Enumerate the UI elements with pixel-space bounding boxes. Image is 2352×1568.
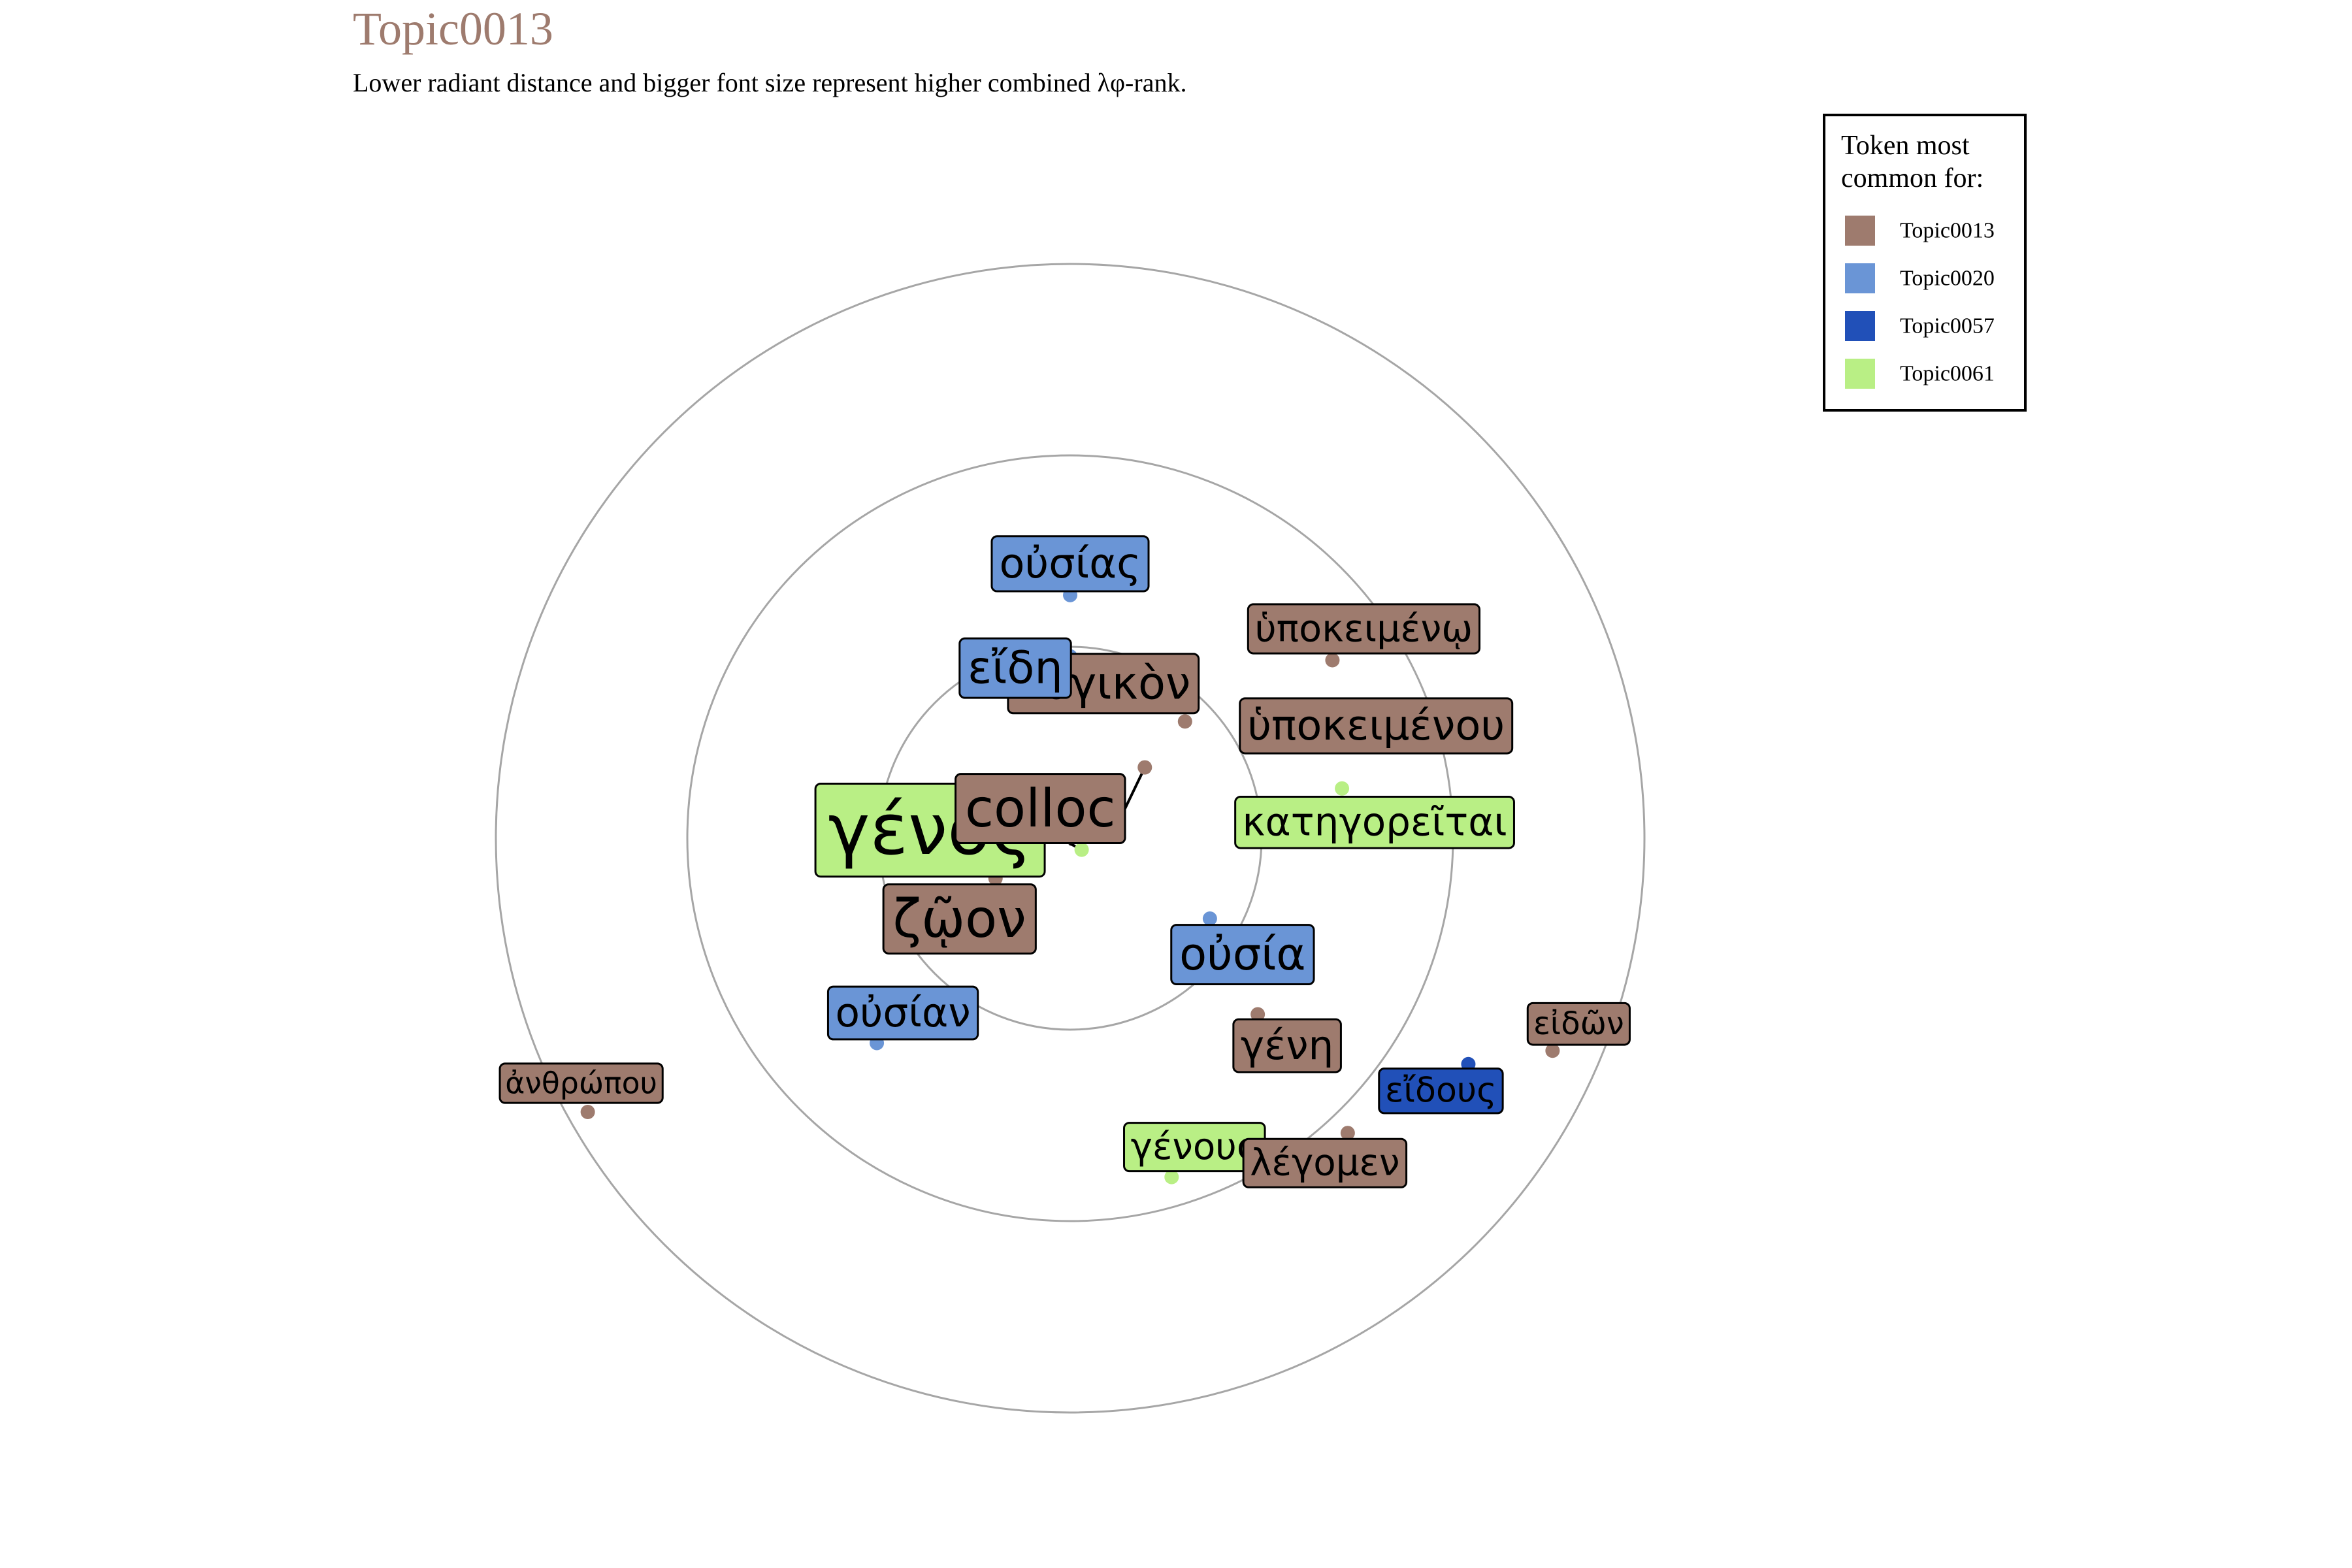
token-16-label-text: ἀνθρώπου [505, 1066, 657, 1100]
token-13-label-box [1242, 1137, 1408, 1188]
token-5-label: οὐσία [1170, 924, 1315, 986]
token-2-label: ζῷον [882, 883, 1037, 955]
token-15-point [1545, 1043, 1560, 1058]
token-14-label-text: εἴδους [1385, 1071, 1497, 1111]
legend-title: Token most common for: [1841, 131, 1984, 193]
chart-subtitle: Lower radiant distance and bigger font s… [353, 68, 1186, 97]
token-8-label-text: οὐσίαν [835, 990, 970, 1036]
token-12-label: γένους [1123, 1122, 1266, 1173]
token-15-label: εἰδῶν [1526, 1002, 1631, 1046]
token-11-point [1325, 653, 1340, 668]
legend-swatch-1 [1845, 216, 1875, 246]
token-16-label-box [498, 1062, 664, 1104]
token-4-label-box [958, 637, 1072, 699]
token-11-label: ὑποκειμένῳ [1247, 603, 1481, 655]
token-10-label-box [1234, 796, 1515, 849]
legend-title-line-1: Token most [1841, 131, 1970, 161]
token-13-label: λέγομεν [1242, 1137, 1408, 1188]
token-10-label-text: κατηγορεῖται [1242, 800, 1507, 845]
token-14-label: εἴδους [1378, 1068, 1504, 1115]
token-9-point [1250, 1007, 1266, 1022]
token-7-label-box [1239, 697, 1514, 755]
token-14-label-box [1378, 1068, 1504, 1115]
token-11-label-text: ὑποκειμένῳ [1255, 608, 1473, 651]
distance-ring-3 [495, 263, 1646, 1414]
token-5-label-text: οὐσία [1179, 928, 1306, 981]
legend: Token most common for: Topic0013Topic002… [1823, 114, 2027, 412]
legend-label-2: Topic0020 [1900, 267, 1995, 291]
token-9-label-text: γένη [1241, 1022, 1334, 1069]
token-13-point [1340, 1126, 1355, 1141]
token-2-label-box [882, 883, 1037, 955]
legend-swatch-2 [1845, 263, 1875, 293]
token-1-connector [1124, 766, 1147, 809]
token-0-point [1074, 842, 1089, 857]
legend-label-1: Topic0013 [1900, 219, 1995, 243]
legend-swatch-4 [1845, 359, 1875, 389]
legend-swatch-3 [1845, 311, 1875, 341]
token-1-label-text: colloc [965, 778, 1116, 839]
token-15-label-box [1526, 1002, 1631, 1046]
chart-title: Topic0013 [353, 3, 553, 55]
token-13-label-text: λέγομεν [1250, 1142, 1399, 1184]
token-9-label-box [1232, 1018, 1342, 1073]
token-1-label: colloc [955, 773, 1126, 844]
legend-label-4: Topic0061 [1900, 362, 1995, 386]
token-6-label-text: οὐσίας [999, 540, 1141, 588]
token-15-label-text: εἰδῶν [1533, 1005, 1624, 1042]
token-8-label-box [826, 985, 979, 1041]
token-7-label-text: ὑποκειμένου [1247, 702, 1505, 750]
token-2-label-text: ζῷον [893, 889, 1026, 949]
token-10-point [1335, 781, 1350, 796]
legend-label-3: Topic0057 [1900, 314, 1995, 338]
token-12-label-text: γένους [1131, 1126, 1258, 1168]
token-9-label: γένη [1232, 1018, 1342, 1073]
token-11-label-box [1247, 603, 1481, 655]
token-6-label-box [990, 535, 1150, 593]
token-16-point [580, 1104, 595, 1119]
token-16-label: ἀνθρώπου [498, 1062, 664, 1104]
token-10-label: κατηγορεῖται [1234, 796, 1515, 849]
token-4-label: εἴδη [958, 637, 1072, 699]
token-5-point [1202, 911, 1217, 926]
token-labels: γένοςcollocζῷονλογικὸνεἴδηοὐσίαοὐσίαςὑπο… [498, 535, 1631, 1188]
token-8-label: οὐσίαν [826, 985, 979, 1041]
token-3-point [1177, 714, 1192, 729]
token-1-point [1137, 760, 1152, 775]
token-1-label-box [955, 773, 1126, 844]
token-12-point [1164, 1169, 1179, 1184]
token-7-label: ὑποκειμένου [1239, 697, 1514, 755]
token-5-label-box [1170, 924, 1315, 986]
legend-title-line-2: common for: [1841, 163, 1984, 193]
token-6-label: οὐσίας [990, 535, 1150, 593]
token-4-label-text: εἴδη [968, 642, 1063, 694]
